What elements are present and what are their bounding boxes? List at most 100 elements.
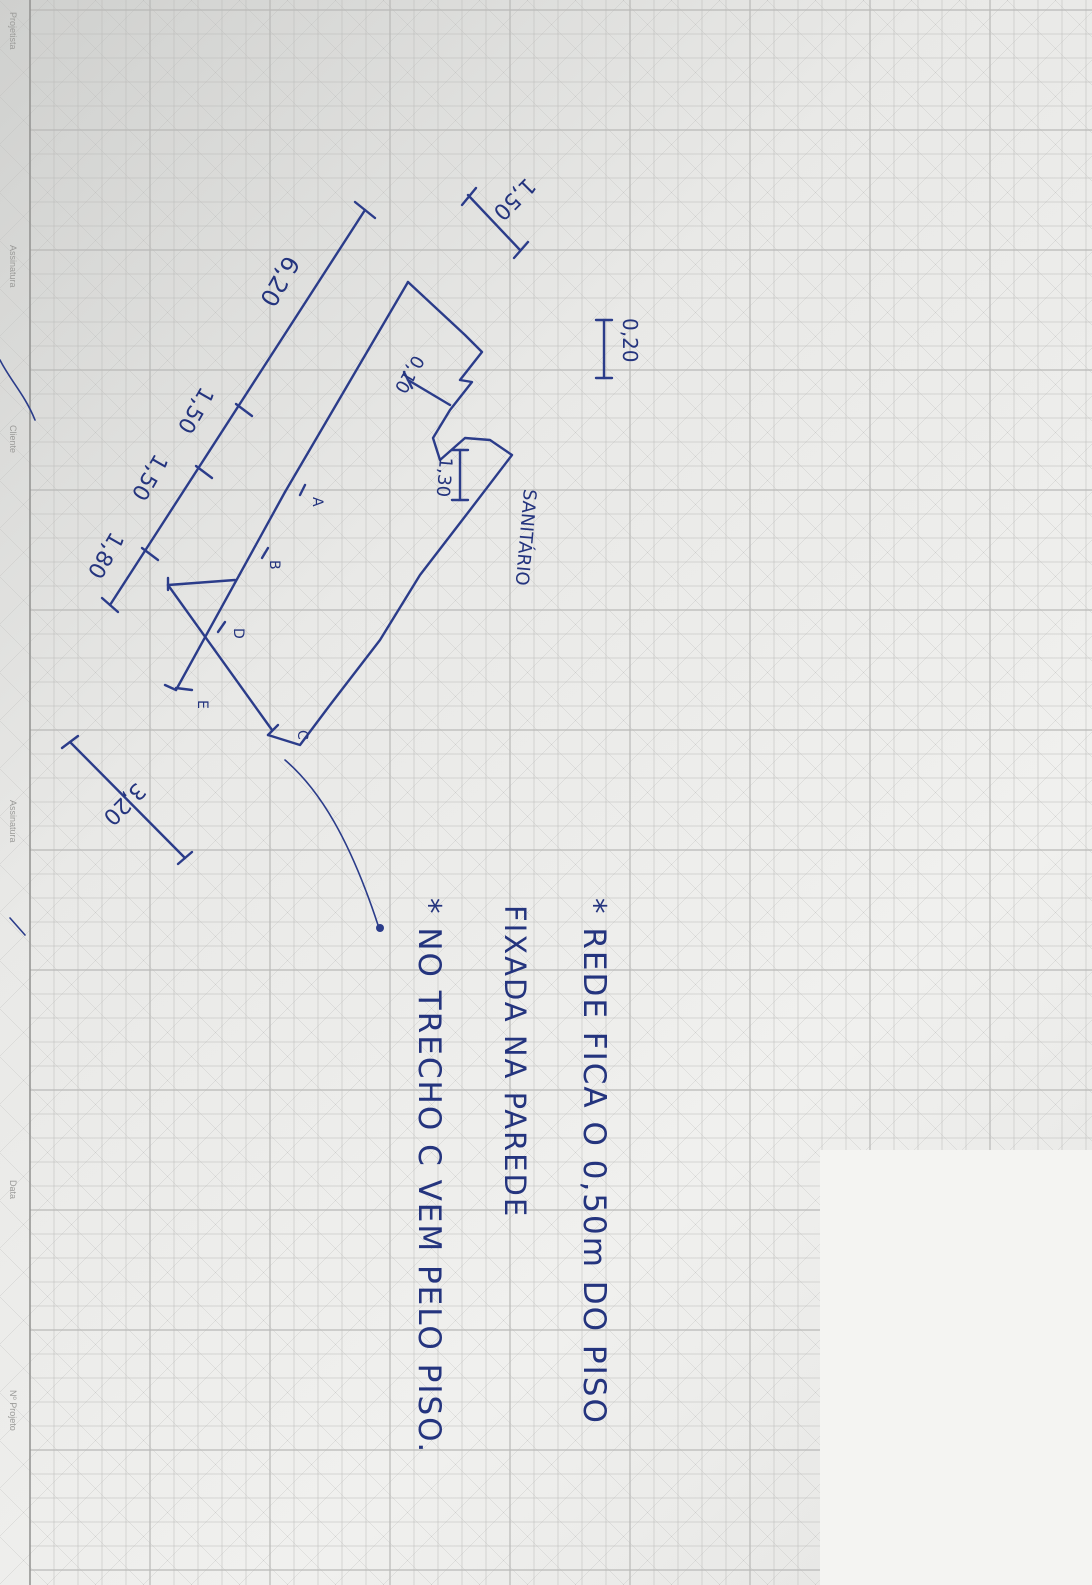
- grid-line-diagonal: [382, 0, 1092, 710]
- tick: [60, 734, 80, 750]
- point-label-b: B: [266, 560, 282, 570]
- pencil-mark: [0, 359, 36, 421]
- grid-line-diagonal: [574, 0, 1092, 518]
- point-label-d: D: [230, 628, 246, 639]
- grid-line-diagonal: [0, 0, 289, 289]
- branch-line: [166, 578, 237, 587]
- marker-a: [298, 483, 307, 497]
- grid-line-diagonal: [0, 0, 433, 433]
- pipe-segment-back: [283, 280, 410, 494]
- grid-line-diagonal: [94, 587, 1092, 1585]
- grid-line-diagonal: [0, 960, 625, 1585]
- dimension-line-150: [466, 193, 522, 252]
- grid-line-diagonal: [814, 0, 1092, 278]
- pipe-route: [266, 280, 514, 747]
- grid-line-diagonal: [0, 0, 673, 673]
- marker-b: [260, 546, 270, 560]
- marker-d: [216, 620, 227, 634]
- grid-line-diagonal: [430, 923, 1092, 1585]
- branch-diagonal: [166, 583, 274, 732]
- grid-line-diagonal: [190, 683, 1092, 1585]
- grid-line-diagonal: [334, 0, 1092, 758]
- tick: [140, 546, 160, 562]
- grid-line-diagonal: [0, 0, 721, 721]
- grid-line-diagonal: [622, 0, 1092, 470]
- grid-line-diagonal: [430, 0, 1092, 662]
- tick: [512, 240, 530, 260]
- grid-line-diagonal: [0, 1056, 529, 1585]
- note-line-3: * NO TRECHO C VEM PELO PISO.: [411, 898, 447, 1455]
- grid-line-diagonal: [526, 1019, 1092, 1585]
- pencil-mark: [9, 917, 26, 936]
- tick: [234, 402, 254, 418]
- grid-line-diagonal: [238, 731, 1092, 1585]
- tick: [100, 596, 120, 614]
- dimension-line-main: [108, 208, 367, 607]
- grid-line-diagonal: [0, 0, 1009, 1009]
- grid-line-diagonal: [526, 0, 1092, 566]
- grid-line-diagonal: [286, 779, 1092, 1585]
- grid-line-diagonal: [0, 0, 577, 577]
- dimension-line-010: [406, 378, 452, 407]
- note-line-1: * REDE FICA O 0,50m DO PISO: [576, 898, 612, 1425]
- grid-line-diagonal: [0, 864, 721, 1585]
- note-line-2: FIXADA NA PAREDE: [498, 905, 532, 1219]
- grid-line-diagonal: [0, 1248, 337, 1585]
- grid-line-diagonal: [670, 0, 1092, 422]
- tick: [460, 186, 478, 207]
- tick: [402, 370, 414, 390]
- point-label-c: C: [294, 730, 310, 740]
- tick: [353, 200, 377, 220]
- grid-line-diagonal: [478, 0, 1092, 614]
- grid-line-diagonal: [718, 0, 1092, 374]
- tick: [176, 850, 194, 866]
- grid-line-diagonal: [142, 635, 1092, 1585]
- grid-line-diagonal: [0, 0, 769, 769]
- grid-line-diagonal: [0, 0, 385, 385]
- grid-line-diagonal: [382, 875, 1092, 1585]
- paper-shadow: [820, 1150, 1092, 1585]
- grid-line-diagonal: [0, 0, 337, 337]
- dimension-line-320: [68, 740, 187, 860]
- grid-line-diagonal: [478, 971, 1092, 1585]
- grid-line-diagonal: [0, 0, 817, 817]
- grid-line-diagonal: [0, 0, 481, 481]
- marker-e: [174, 686, 194, 692]
- grid-line-diagonal: [0, 1296, 289, 1585]
- dim-label-020: 0,20: [618, 318, 642, 363]
- grid-line-diagonal: [0, 0, 529, 529]
- grid-line-diagonal: [0, 912, 673, 1585]
- pipe-end: [163, 683, 178, 692]
- grid-line-diagonal: [0, 816, 769, 1585]
- marker-c: [266, 723, 280, 737]
- point-label-a: A: [309, 497, 325, 507]
- point-label-e: E: [194, 700, 210, 709]
- dim-label-130: 1,30: [431, 456, 456, 498]
- pipe-segment-diagonal: [174, 490, 287, 692]
- grid-line-diagonal: [0, 1152, 433, 1585]
- grid-line-diagonal: [0, 0, 625, 625]
- leader-line: [284, 759, 379, 926]
- grid-line-diagonal: [0, 0, 961, 961]
- grid-line-diagonal: [0, 1200, 385, 1585]
- grid-line-diagonal: [0, 0, 1057, 1057]
- leader-dot: [376, 924, 384, 932]
- grid-line-diagonal: [0, 0, 865, 865]
- tick: [194, 464, 214, 480]
- grid-line-diagonal: [334, 827, 1092, 1585]
- grid-line-diagonal: [766, 0, 1092, 326]
- grid-line-diagonal: [0, 1008, 577, 1585]
- grid-line-diagonal: [46, 539, 1092, 1585]
